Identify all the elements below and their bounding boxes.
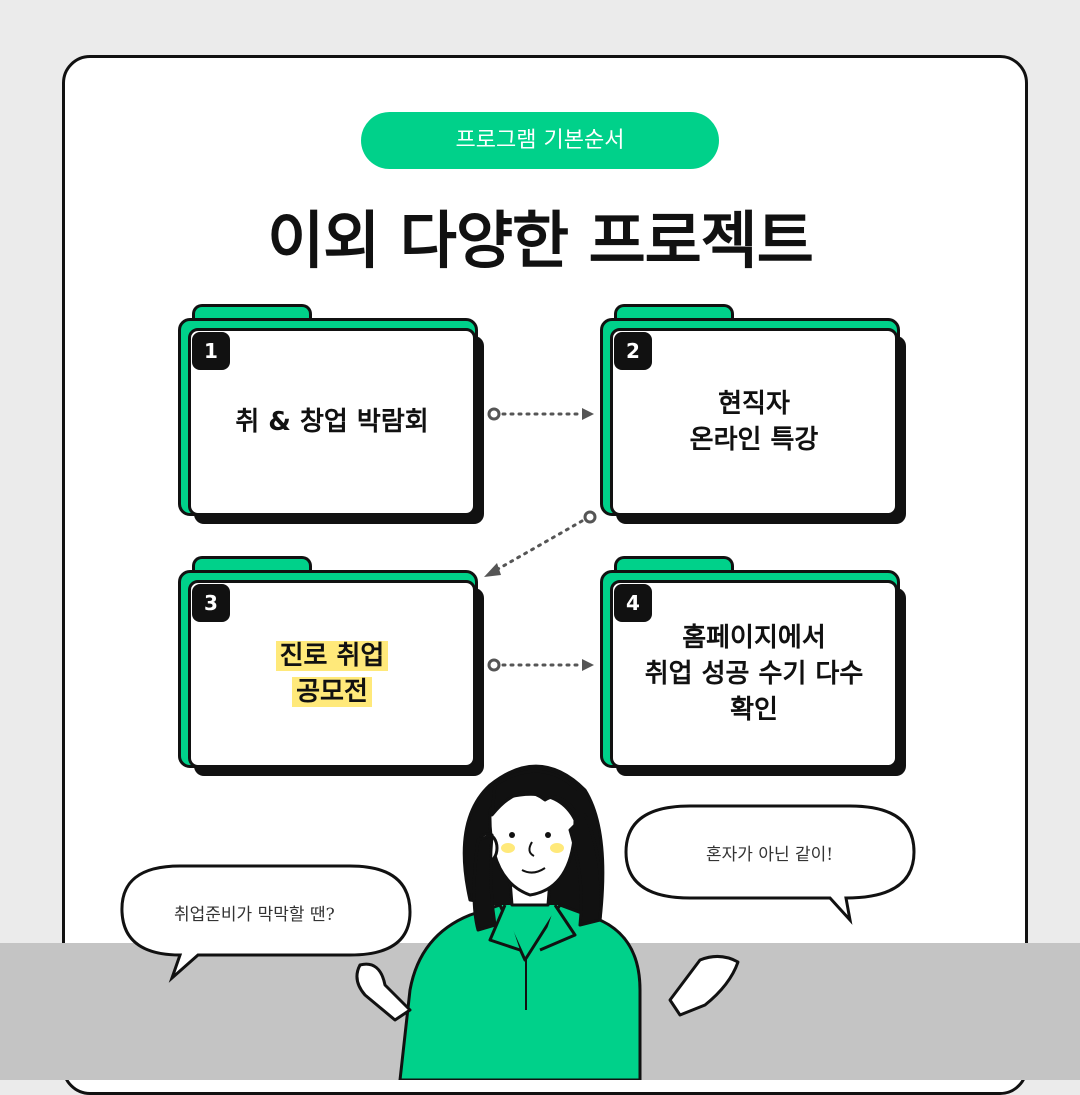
step-text-1: 취 & 창업 박람회 — [235, 407, 429, 437]
step-number-4: 4 — [614, 584, 652, 622]
connector-arrow-2-3 — [484, 510, 597, 577]
connector-arrow-3-4 — [487, 658, 594, 672]
highlight-line-1: 진로 취업 — [275, 641, 389, 671]
step-card-2: 현직자 온라인 특강 2 — [600, 304, 910, 526]
step-number-2: 2 — [614, 332, 652, 370]
step-card-4: 홈페이지에서 취업 성공 수기 다수 확인 4 — [600, 556, 910, 778]
step-text-4: 홈페이지에서 취업 성공 수기 다수 확인 — [644, 623, 864, 725]
connector-arrow-1-2 — [487, 407, 594, 421]
speech-bubble-left — [120, 864, 412, 983]
step-text-2: 현직자 온라인 특강 — [689, 389, 819, 455]
bubble-text-right: 혼자가 아닌 같이! — [706, 845, 834, 865]
page-title: 이외 다양한 프로젝트 — [267, 204, 814, 277]
person-illustration — [355, 764, 740, 1080]
step-number-3: 3 — [192, 584, 230, 622]
step-card-1: 취 & 창업 박람회 1 — [178, 304, 488, 526]
speech-bubble-right — [624, 804, 916, 925]
bubble-text-left: 취업준비가 막막할 땐? — [174, 905, 335, 925]
category-badge: 프로그램 기본순서 — [361, 112, 719, 169]
step-number-1: 1 — [192, 332, 230, 370]
highlight-line-2: 공모전 — [292, 677, 372, 707]
